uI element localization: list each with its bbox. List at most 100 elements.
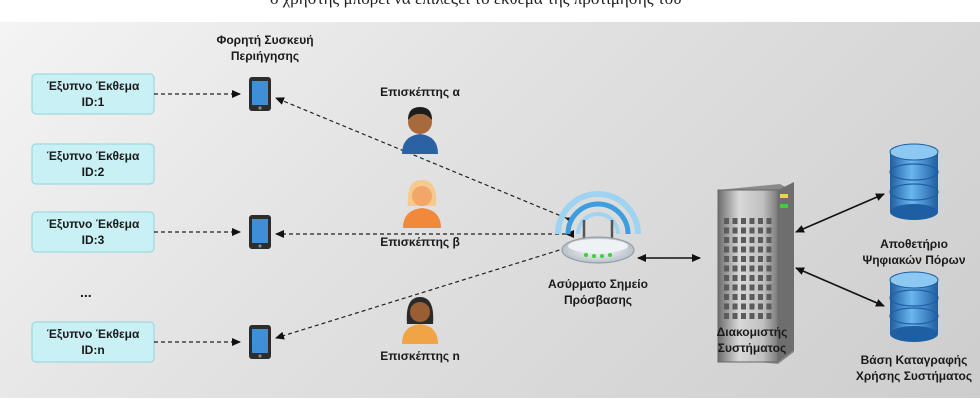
server-vent	[741, 227, 746, 234]
server-vent	[766, 275, 772, 281]
exhibit-box-n: Έξυπνο Έκθεμα ID:n	[31, 321, 155, 363]
server-vent	[741, 246, 746, 253]
server-vent	[732, 294, 738, 300]
server-label-line1: Διακομιστής	[717, 325, 788, 339]
server-vent	[741, 265, 746, 272]
repository-label-line1: Αποθετήριο	[880, 237, 948, 251]
exhibit-1-id: ID:1	[82, 95, 105, 109]
server-vent	[741, 218, 746, 224]
logdb-label-line1: Βάση Καταγραφής	[861, 353, 968, 367]
mobile-device-icon	[249, 325, 271, 359]
server-vent	[732, 218, 738, 224]
exhibit-1-name: Έξυπνο Έκθεμα	[47, 79, 140, 93]
server-vent	[749, 284, 755, 291]
visitor-a-icon	[402, 107, 438, 154]
visitor-b-label: Επισκέπτης β	[380, 235, 460, 249]
top-caption-strip: ο χρήστης μπορεί να επιλέξει το έκθεμα τ…	[0, 0, 980, 22]
server-vent	[741, 256, 746, 262]
server-vent	[766, 294, 772, 300]
server-vent	[724, 227, 729, 234]
server-vent	[758, 256, 763, 262]
visitor-b-icon	[403, 180, 441, 228]
server-vent	[724, 294, 729, 300]
device-ap-links	[275, 97, 575, 340]
exhibit-2-name: Έξυπνο Έκθεμα	[47, 149, 140, 163]
server-vent	[749, 265, 755, 272]
server-vent	[758, 246, 763, 253]
server-vent	[758, 275, 763, 281]
server-vent	[766, 227, 772, 234]
access-point-label-line1: Ασύρματο Σημείο	[548, 277, 648, 291]
server-vent	[741, 284, 746, 291]
server-vent	[732, 313, 738, 319]
server-vent	[724, 256, 729, 262]
server-label-line2: Συστήματος	[718, 341, 786, 355]
exhibit-device-links	[154, 90, 241, 346]
server-vent	[749, 246, 755, 253]
server-vent	[766, 284, 772, 291]
server-vent	[766, 218, 772, 224]
server-vent	[758, 227, 763, 234]
device-label-line1: Φορητή Συσκευή	[216, 33, 313, 47]
server-vent	[732, 275, 738, 281]
server-vent	[724, 246, 729, 253]
device-label-line2: Περιήγησης	[231, 49, 299, 63]
diagram-canvas: Έξυπνο Έκθεμα ID:1 Έξυπνο Έκθεμα ID:2 Έξ…	[0, 22, 980, 398]
server-vent	[749, 237, 755, 243]
exhibit-2-id: ID:2	[82, 165, 105, 179]
server-vent	[758, 313, 763, 319]
server-icon	[717, 182, 794, 364]
access-point-label-line2: Πρόσβασης	[564, 293, 632, 307]
server-vent	[758, 294, 763, 300]
server-vent	[724, 218, 729, 224]
server-vent	[758, 218, 763, 224]
server-vent	[724, 265, 729, 272]
logdb-label-line2: Χρήσης Συστήματος	[856, 369, 972, 383]
exhibit-n-id: ID:n	[81, 343, 104, 357]
log-database-icon	[889, 271, 939, 342]
top-caption: ο χρήστης μπορεί να επιλέξει το έκθεμα τ…	[270, 0, 682, 9]
server-vent	[724, 237, 729, 243]
server-vent	[766, 313, 772, 319]
server-vent	[724, 303, 729, 310]
server-vent	[741, 237, 746, 243]
link-device1-ap	[275, 97, 575, 225]
server-vent	[732, 256, 738, 262]
server-vent	[724, 284, 729, 291]
architecture-diagram: Έξυπνο Έκθεμα ID:1 Έξυπνο Έκθεμα ID:2 Έξ…	[31, 33, 972, 383]
exhibit-ellipsis: ...	[80, 284, 92, 300]
server-vent	[749, 218, 755, 224]
server-vent	[741, 303, 746, 310]
server-vent	[766, 265, 772, 272]
server-vent	[758, 303, 763, 310]
server-vent	[766, 303, 772, 310]
server-vent	[732, 237, 738, 243]
exhibit-n-name: Έξυπνο Έκθεμα	[47, 327, 140, 341]
server-vent	[749, 227, 755, 234]
link-device3-ap	[275, 241, 575, 340]
exhibit-box-3: Έξυπνο Έκθεμα ID:3	[31, 211, 155, 253]
server-vent	[732, 303, 738, 310]
server-vent	[766, 256, 772, 262]
exhibit-box-1: Έξυπνο Έκθεμα ID:1	[31, 73, 155, 115]
server-vent	[758, 237, 763, 243]
server-vent	[732, 227, 738, 234]
exhibit-box-2: Έξυπνο Έκθεμα ID:2	[31, 143, 155, 185]
repository-database-icon	[889, 143, 939, 220]
server-vent	[749, 275, 755, 281]
visitor-a-label: Επισκέπτης α	[380, 85, 460, 99]
mobile-device-icon	[249, 215, 271, 249]
server-vent	[749, 313, 755, 319]
server-vent	[766, 237, 772, 243]
visitor-n-icon	[402, 297, 438, 344]
server-vent	[741, 313, 746, 319]
server-vent	[741, 294, 746, 300]
server-vent	[724, 313, 729, 319]
exhibit-3-id: ID:3	[82, 233, 105, 247]
visitor-n-label: Επισκέπτης n	[380, 349, 460, 363]
server-vent	[724, 275, 729, 281]
wireless-access-point-icon	[555, 191, 641, 264]
server-vent	[758, 284, 763, 291]
link-server-logdb	[795, 267, 885, 307]
